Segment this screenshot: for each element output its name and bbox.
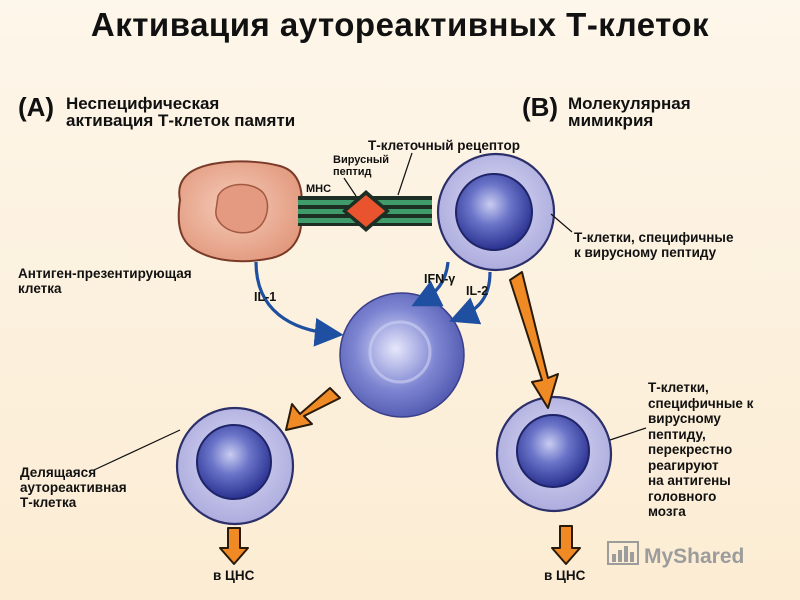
cross-reactive-label: Т-клетки, специфичные к вирусному пептид… — [648, 380, 754, 519]
cns-arrow-right — [551, 525, 581, 565]
watermark-text: MyShared — [644, 545, 744, 568]
viral-peptide-label: Вирусный пептид — [333, 154, 390, 178]
cns-right-label: в ЦНС — [544, 568, 586, 583]
il1-arrow — [254, 261, 344, 347]
cns-arrow-left — [219, 527, 249, 565]
orange-arrow-division — [285, 387, 341, 431]
dividing-cell-label: Делящаяся аутореактивная Т-клетка — [20, 465, 127, 510]
watermark-icon: MyShared — [607, 541, 744, 568]
il2-label: IL-2 — [466, 284, 489, 298]
panel-b-letter: (B) — [522, 92, 559, 122]
cns-left-label: в ЦНС — [213, 568, 255, 583]
apc-label: Антиген-презентирующая клетка — [18, 266, 192, 296]
panel-b-title: Молекулярная мимикрия — [568, 94, 691, 130]
mhc-tcr-complex — [298, 190, 432, 232]
apc-nucleus — [215, 183, 269, 234]
cross-reactive-cell — [495, 395, 613, 513]
dividing-autoreactive-cell — [175, 406, 295, 526]
il1-label: IL-1 — [254, 290, 277, 304]
t-cell-specific — [436, 152, 556, 272]
activated-cell — [339, 292, 465, 418]
panel-a-letter: (A) — [18, 92, 55, 122]
orange-arrow-mimicry — [509, 271, 559, 409]
ifn-label: IFN-γ — [424, 272, 456, 286]
t-cells-specific-label: Т-клетки, специфичные к вирусному пептид… — [574, 230, 734, 260]
watermark-logo: MyShared — [606, 536, 766, 572]
panel-a-title: Неспецифическая активация Т-клеток памят… — [66, 94, 296, 130]
page-title: Активация аутореактивных Т-клеток — [90, 6, 710, 43]
mhc-label: MHC — [306, 183, 332, 195]
ifn-arrow — [411, 261, 450, 307]
tcr-label: Т-клеточный рецептор — [368, 138, 520, 153]
il2-arrow — [449, 271, 492, 325]
